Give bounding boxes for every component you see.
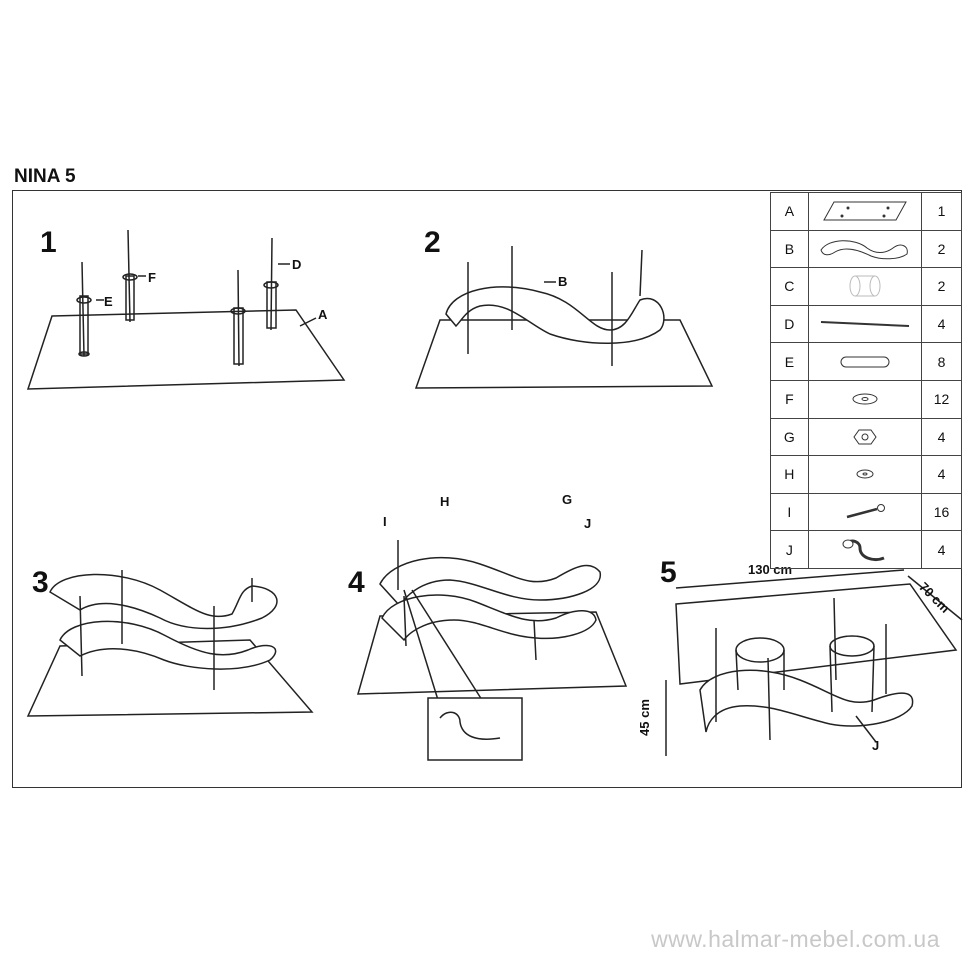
washer-icon: [807, 379, 923, 419]
step4-drawing: [357, 540, 628, 761]
step-number: 5: [660, 556, 677, 589]
callout-label: H: [440, 494, 450, 509]
callout-label: A: [318, 307, 328, 322]
part-letter: I: [770, 492, 809, 532]
callout-label: F: [148, 270, 156, 285]
part-quantity: 4: [921, 304, 962, 344]
callout-label: J: [872, 738, 880, 753]
small-washer-icon: [807, 455, 923, 494]
s-shelf-icon: [807, 229, 923, 269]
part-letter: C: [770, 267, 809, 306]
part-quantity: 4: [921, 417, 962, 457]
part-quantity: 8: [921, 342, 962, 381]
part-letter: J: [770, 530, 809, 569]
part-quantity: 1: [921, 192, 962, 231]
watermark: www.halmar-mebel.com.ua: [651, 926, 940, 952]
glass-top-icon: [807, 192, 923, 231]
callout-label: I: [383, 514, 387, 529]
dimension-height: 45 cm: [636, 699, 652, 736]
callout-label: D: [292, 257, 302, 272]
step-number: 1: [40, 226, 57, 259]
step1-drawing: [26, 229, 346, 390]
callout-label: B: [558, 274, 568, 289]
nut-icon: [807, 417, 923, 457]
step3-drawing: [26, 570, 314, 717]
step5-drawing: [665, 569, 963, 756]
part-letter: F: [770, 379, 809, 419]
callout-label: E: [104, 294, 113, 309]
step2-drawing: [414, 246, 714, 389]
cylinder-icon: [807, 267, 923, 306]
step-number: 2: [424, 226, 441, 259]
callout-label: G: [562, 492, 573, 507]
step-number: 3: [32, 566, 49, 599]
product-title: NINA 5: [14, 166, 76, 187]
part-quantity: 4: [921, 455, 962, 494]
part-letter: B: [770, 229, 809, 269]
part-row: I 16: [770, 492, 962, 532]
part-letter: A: [770, 192, 809, 231]
part-row: F 12: [770, 379, 962, 419]
callout-label: J: [584, 516, 592, 531]
hook-icon: [807, 530, 923, 569]
rod-icon: [807, 304, 923, 344]
part-letter: H: [770, 455, 809, 494]
part-letter: E: [770, 342, 809, 381]
part-quantity: 2: [921, 267, 962, 306]
part-quantity: 16: [921, 492, 962, 532]
tube-icon: [807, 342, 923, 381]
part-quantity: 12: [921, 379, 962, 419]
part-quantity: 4: [921, 530, 962, 569]
instruction-frame: [12, 190, 962, 788]
step-number: 4: [348, 566, 365, 599]
part-quantity: 2: [921, 229, 962, 269]
screw-icon: [807, 492, 923, 532]
part-letter: D: [770, 304, 809, 344]
part-letter: G: [770, 417, 809, 457]
